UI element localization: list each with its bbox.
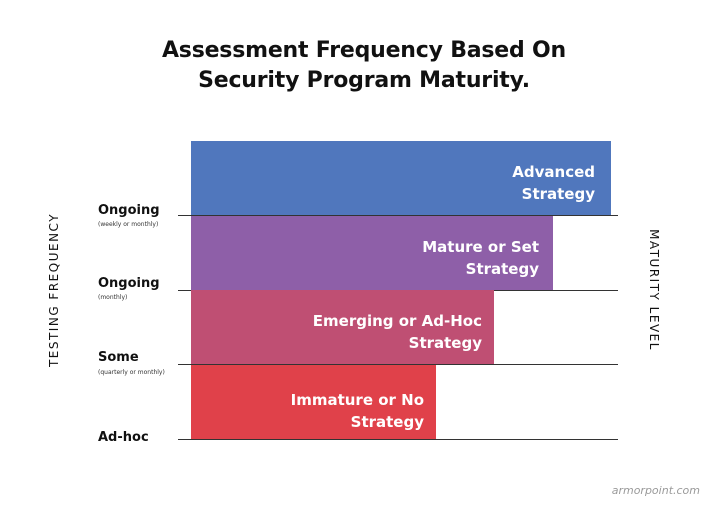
bar-emerging: Emerging or Ad-Hoc Strategy [191,290,494,364]
bar-label-line: Emerging or Ad-Hoc [312,312,482,330]
watermark: armorpoint.com [611,484,700,497]
tick-label: Some [98,350,139,365]
tick-sublabel: (weekly or monthly) [98,221,159,228]
bar-label-line: Strategy [350,413,424,431]
bar-immature: Immature or No Strategy [191,365,436,439]
bar-mature: Mature or Set Strategy [191,216,553,290]
chart-title: Assessment Frequency Based On Security P… [0,36,728,96]
gridline [178,215,618,216]
bar-label-immature: Immature or No Strategy [224,389,424,433]
chart-title-line2: Security Program Maturity. [198,68,530,93]
y-axis-label: TESTING FREQUENCY [47,212,61,368]
bar-label-line: Advanced [512,163,595,181]
gridline [178,364,618,365]
bar-advanced: Advanced Strategy [191,141,611,215]
y2-axis-label: MATURITY LEVEL [647,229,661,351]
bar-label-advanced: Advanced Strategy [395,161,595,205]
bar-label-emerging: Emerging or Ad-Hoc Strategy [282,310,482,354]
bar-label-line: Strategy [408,334,482,352]
chart-title-line1: Assessment Frequency Based On [161,38,567,63]
bar-label-line: Immature or No [290,391,424,409]
tick-sublabel: (quarterly or monthly) [98,369,165,376]
tick-sublabel: (monthly) [98,294,128,301]
bar-label-line: Mature or Set [422,238,539,256]
bar-label-line: Strategy [521,185,595,203]
gridline [178,439,618,440]
tick-label: Ad-hoc [98,430,149,445]
bar-label-line: Strategy [465,260,539,278]
tick-label: Ongoing [98,276,160,291]
tick-label: Ongoing [98,203,160,218]
bar-label-mature: Mature or Set Strategy [339,236,539,280]
